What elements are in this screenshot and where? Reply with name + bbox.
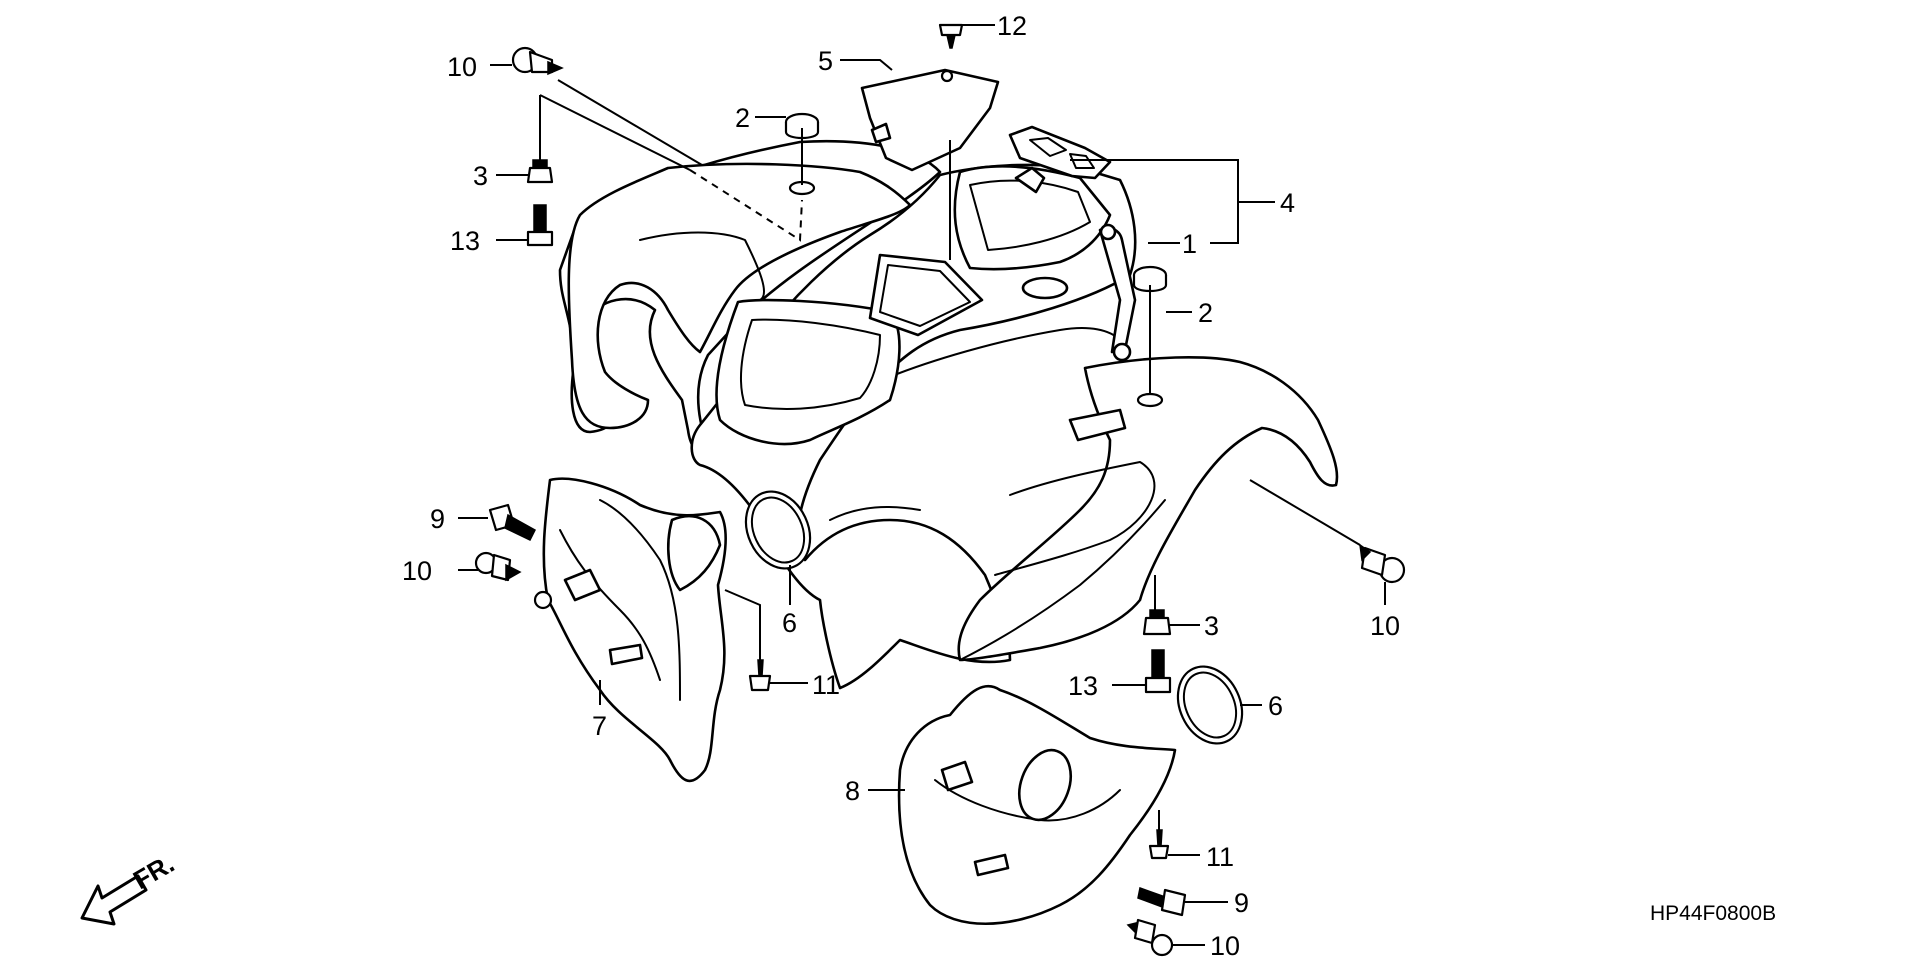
leader-lines (458, 24, 1386, 946)
emblem-badge (1014, 166, 1046, 194)
callout-13-left: 13 (450, 226, 480, 256)
callout-10-bottom: 10 (1210, 931, 1240, 959)
diagram-code: HP44F0800B (1650, 902, 1776, 925)
storage-opening-inner (739, 318, 881, 411)
bolt-9-left (488, 503, 536, 541)
inner-fender-left-inner (559, 529, 661, 681)
cover-tab (870, 122, 892, 144)
callout-9-left: 9 (430, 504, 445, 534)
callout-2-top: 2 (735, 103, 750, 133)
callout-13-right: 13 (1068, 671, 1098, 701)
inner-fender-right-slot (973, 853, 1010, 877)
screw-11-right (1148, 829, 1170, 860)
callout-5: 5 (818, 46, 833, 76)
access-opening-inner (879, 264, 971, 327)
dash-cavity-inner (969, 179, 1091, 251)
cover-hole (940, 69, 954, 83)
bolt-9-right (1137, 887, 1187, 917)
inner-fender-left-box (563, 568, 602, 602)
front-arrow-icon (80, 874, 148, 926)
fender-left-contour (639, 231, 765, 301)
bolt-3-right (1142, 609, 1172, 636)
inner-fender-left-duct (666, 514, 722, 592)
front-direction-indicator: FR. (80, 848, 179, 926)
callout-11-right: 11 (1206, 842, 1234, 872)
fender-oval-pad (1021, 276, 1069, 300)
emblem-cutout (1029, 137, 1095, 169)
emblem (1008, 125, 1112, 194)
clip-10-left (474, 551, 522, 582)
inner-fender-right-duct (1018, 748, 1072, 822)
access-opening (868, 253, 984, 337)
clip-inner-left (533, 590, 553, 610)
right-inner-fender (897, 684, 1177, 925)
callout-2-right: 2 (1198, 298, 1213, 328)
callout-6-right: 6 (1268, 691, 1283, 721)
screw-12 (938, 23, 964, 49)
clip-10-bottom (1126, 918, 1174, 957)
bolt-13-left (526, 204, 554, 247)
dash-cavity (953, 165, 1112, 271)
callout-7: 7 (592, 711, 607, 741)
callout-10-right: 10 (1370, 611, 1400, 641)
callout-11-left: 11 (812, 670, 840, 700)
inner-fender-left-slot (608, 643, 644, 666)
clip-10-top-left (511, 46, 564, 76)
left-inner-fender (542, 477, 727, 783)
fender-center-contour (829, 506, 921, 521)
callout-10-top-left: 10 (447, 52, 477, 82)
bolt-3-left (526, 159, 554, 184)
callout-3-left: 3 (473, 161, 488, 191)
callout-6-left: 6 (782, 608, 797, 638)
seal-ring-left (744, 490, 812, 570)
grommet-right-seat (1136, 392, 1164, 408)
fender-stay-hole-top (1099, 223, 1117, 241)
callout-labels: 12 5 10 2 3 13 4 1 2 9 10 6 11 7 10 3 13… (402, 11, 1400, 959)
seal-ring-right (1176, 665, 1244, 745)
callout-8: 8 (845, 776, 860, 806)
fender-right-inner-edge (959, 499, 1166, 661)
fender-center-ridge (881, 327, 1121, 381)
grommet-right (1132, 265, 1168, 408)
fender-right-stripe (994, 461, 1156, 576)
meter-cover (860, 68, 1000, 172)
callout-1: 1 (1182, 229, 1197, 259)
callout-12: 12 (997, 11, 1027, 41)
inner-fender-right-box (940, 760, 974, 792)
screw-11-left (748, 659, 772, 692)
fender-stay-hole-bottom (1112, 342, 1132, 362)
callout-9-right: 9 (1234, 888, 1249, 918)
fender-right-slot (1068, 408, 1127, 442)
callout-10-left: 10 (402, 556, 432, 586)
callout-4: 4 (1280, 188, 1295, 218)
inner-fender-left-channel (599, 499, 681, 701)
clip-10-right (1359, 543, 1406, 584)
callout-3-right: 3 (1204, 611, 1219, 641)
bolt-13-right (1144, 649, 1172, 694)
